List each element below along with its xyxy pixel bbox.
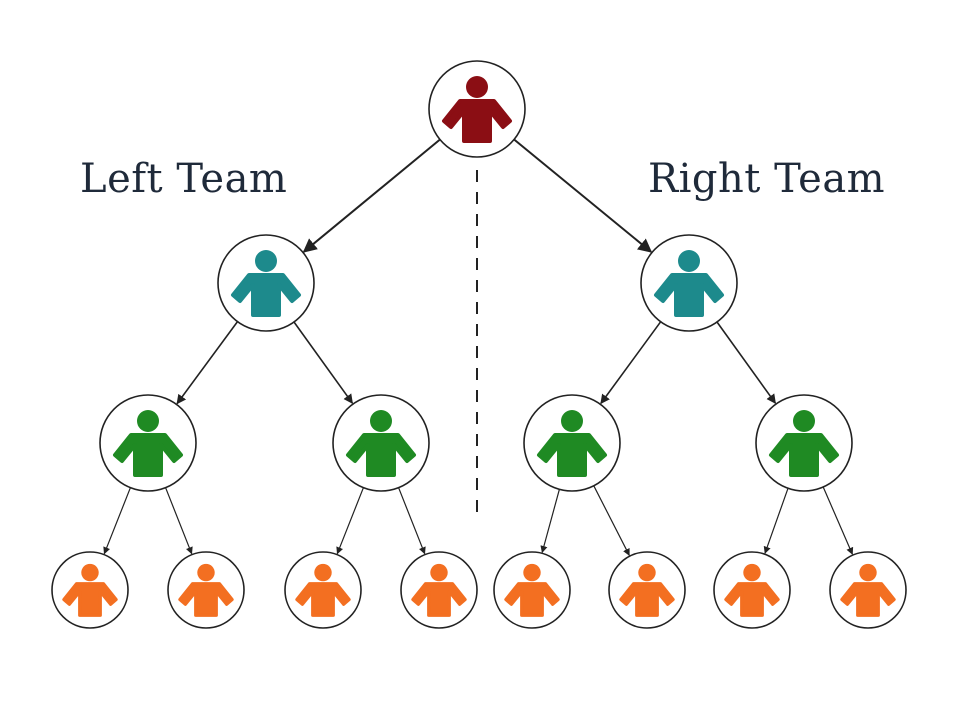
person-icon	[724, 563, 780, 617]
arrow-left-to-left-b	[293, 321, 354, 404]
arrow-root-to-right	[513, 138, 653, 253]
person-node-left-a-2	[167, 551, 245, 629]
person-icon	[295, 563, 351, 617]
arrow-right-to-right-a	[600, 321, 662, 405]
person-icon	[62, 563, 118, 617]
connector-arrows	[103, 138, 854, 556]
arrow-left-b-to-left-b-1	[336, 487, 364, 555]
person-icon	[442, 76, 512, 143]
person-icon	[840, 563, 896, 617]
person-icon	[654, 250, 724, 317]
person-icon	[537, 410, 607, 477]
right-team-label: Right Team	[648, 156, 886, 202]
left-team-label: Left Team	[80, 156, 288, 202]
person-node-right-b-2	[829, 551, 907, 629]
arrow-right-a-to-right-a-1	[540, 489, 560, 554]
person-icon	[178, 563, 234, 617]
person-icon	[504, 563, 560, 617]
person-node-left-b-2	[400, 551, 478, 629]
person-node-root	[428, 60, 526, 158]
arrow-right-b-to-right-b-2	[822, 486, 854, 555]
arrow-right-a-to-right-a-2	[593, 485, 630, 556]
person-node-right-a	[523, 394, 621, 492]
person-node-right	[640, 234, 738, 332]
person-icon	[769, 410, 839, 477]
person-node-left-b-1	[284, 551, 362, 629]
person-node-left-a	[99, 394, 197, 492]
arrow-right-to-right-b	[716, 321, 777, 404]
arrow-left-a-to-left-a-2	[165, 487, 193, 555]
arrow-left-to-left-a	[176, 321, 239, 405]
person-nodes	[51, 60, 907, 629]
arrow-left-b-to-left-b-2	[398, 487, 426, 555]
person-node-left-a-1	[51, 551, 129, 629]
person-icon	[346, 410, 416, 477]
person-icon	[231, 250, 301, 317]
person-node-left-b	[332, 394, 430, 492]
arrow-left-a-to-left-a-1	[103, 487, 131, 555]
arrow-root-to-left	[302, 138, 441, 253]
person-node-right-b	[755, 394, 853, 492]
person-node-right-a-1	[493, 551, 571, 629]
person-node-left	[217, 234, 315, 332]
person-icon	[619, 563, 675, 617]
arrow-right-b-to-right-b-1	[763, 488, 789, 554]
person-node-right-a-2	[608, 551, 686, 629]
person-icon	[113, 410, 183, 477]
person-node-right-b-1	[713, 551, 791, 629]
person-icon	[411, 563, 467, 617]
